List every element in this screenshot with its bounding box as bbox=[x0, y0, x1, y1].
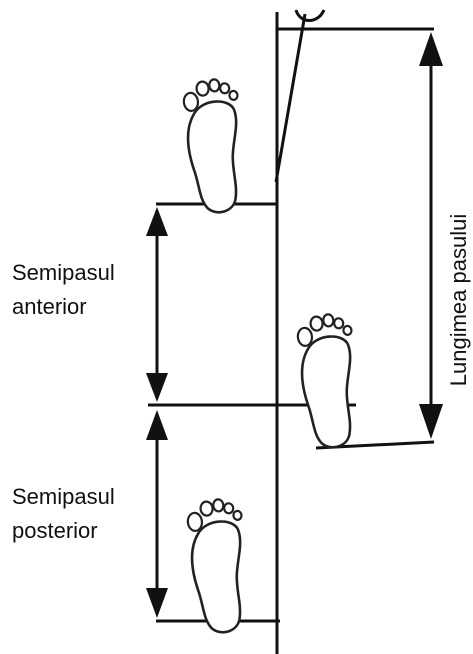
posterior-label-line1: Semipasul bbox=[12, 484, 115, 509]
footprint-icon bbox=[296, 312, 364, 450]
footprint-icon bbox=[182, 77, 250, 215]
head-arc bbox=[296, 10, 324, 21]
leg-line bbox=[276, 14, 305, 182]
footprint-icon bbox=[186, 497, 254, 635]
step-length-double-arrow-icon bbox=[419, 32, 443, 439]
anterior-label-line1: Semipasul bbox=[12, 260, 115, 285]
posterior-double-arrow-icon bbox=[146, 410, 168, 618]
posterior-label-line2: posterior bbox=[12, 518, 98, 543]
anterior-double-arrow-icon bbox=[146, 207, 168, 402]
step-length-label: Lungimea pasului bbox=[446, 214, 471, 386]
anterior-label-line2: anterior bbox=[12, 294, 87, 319]
